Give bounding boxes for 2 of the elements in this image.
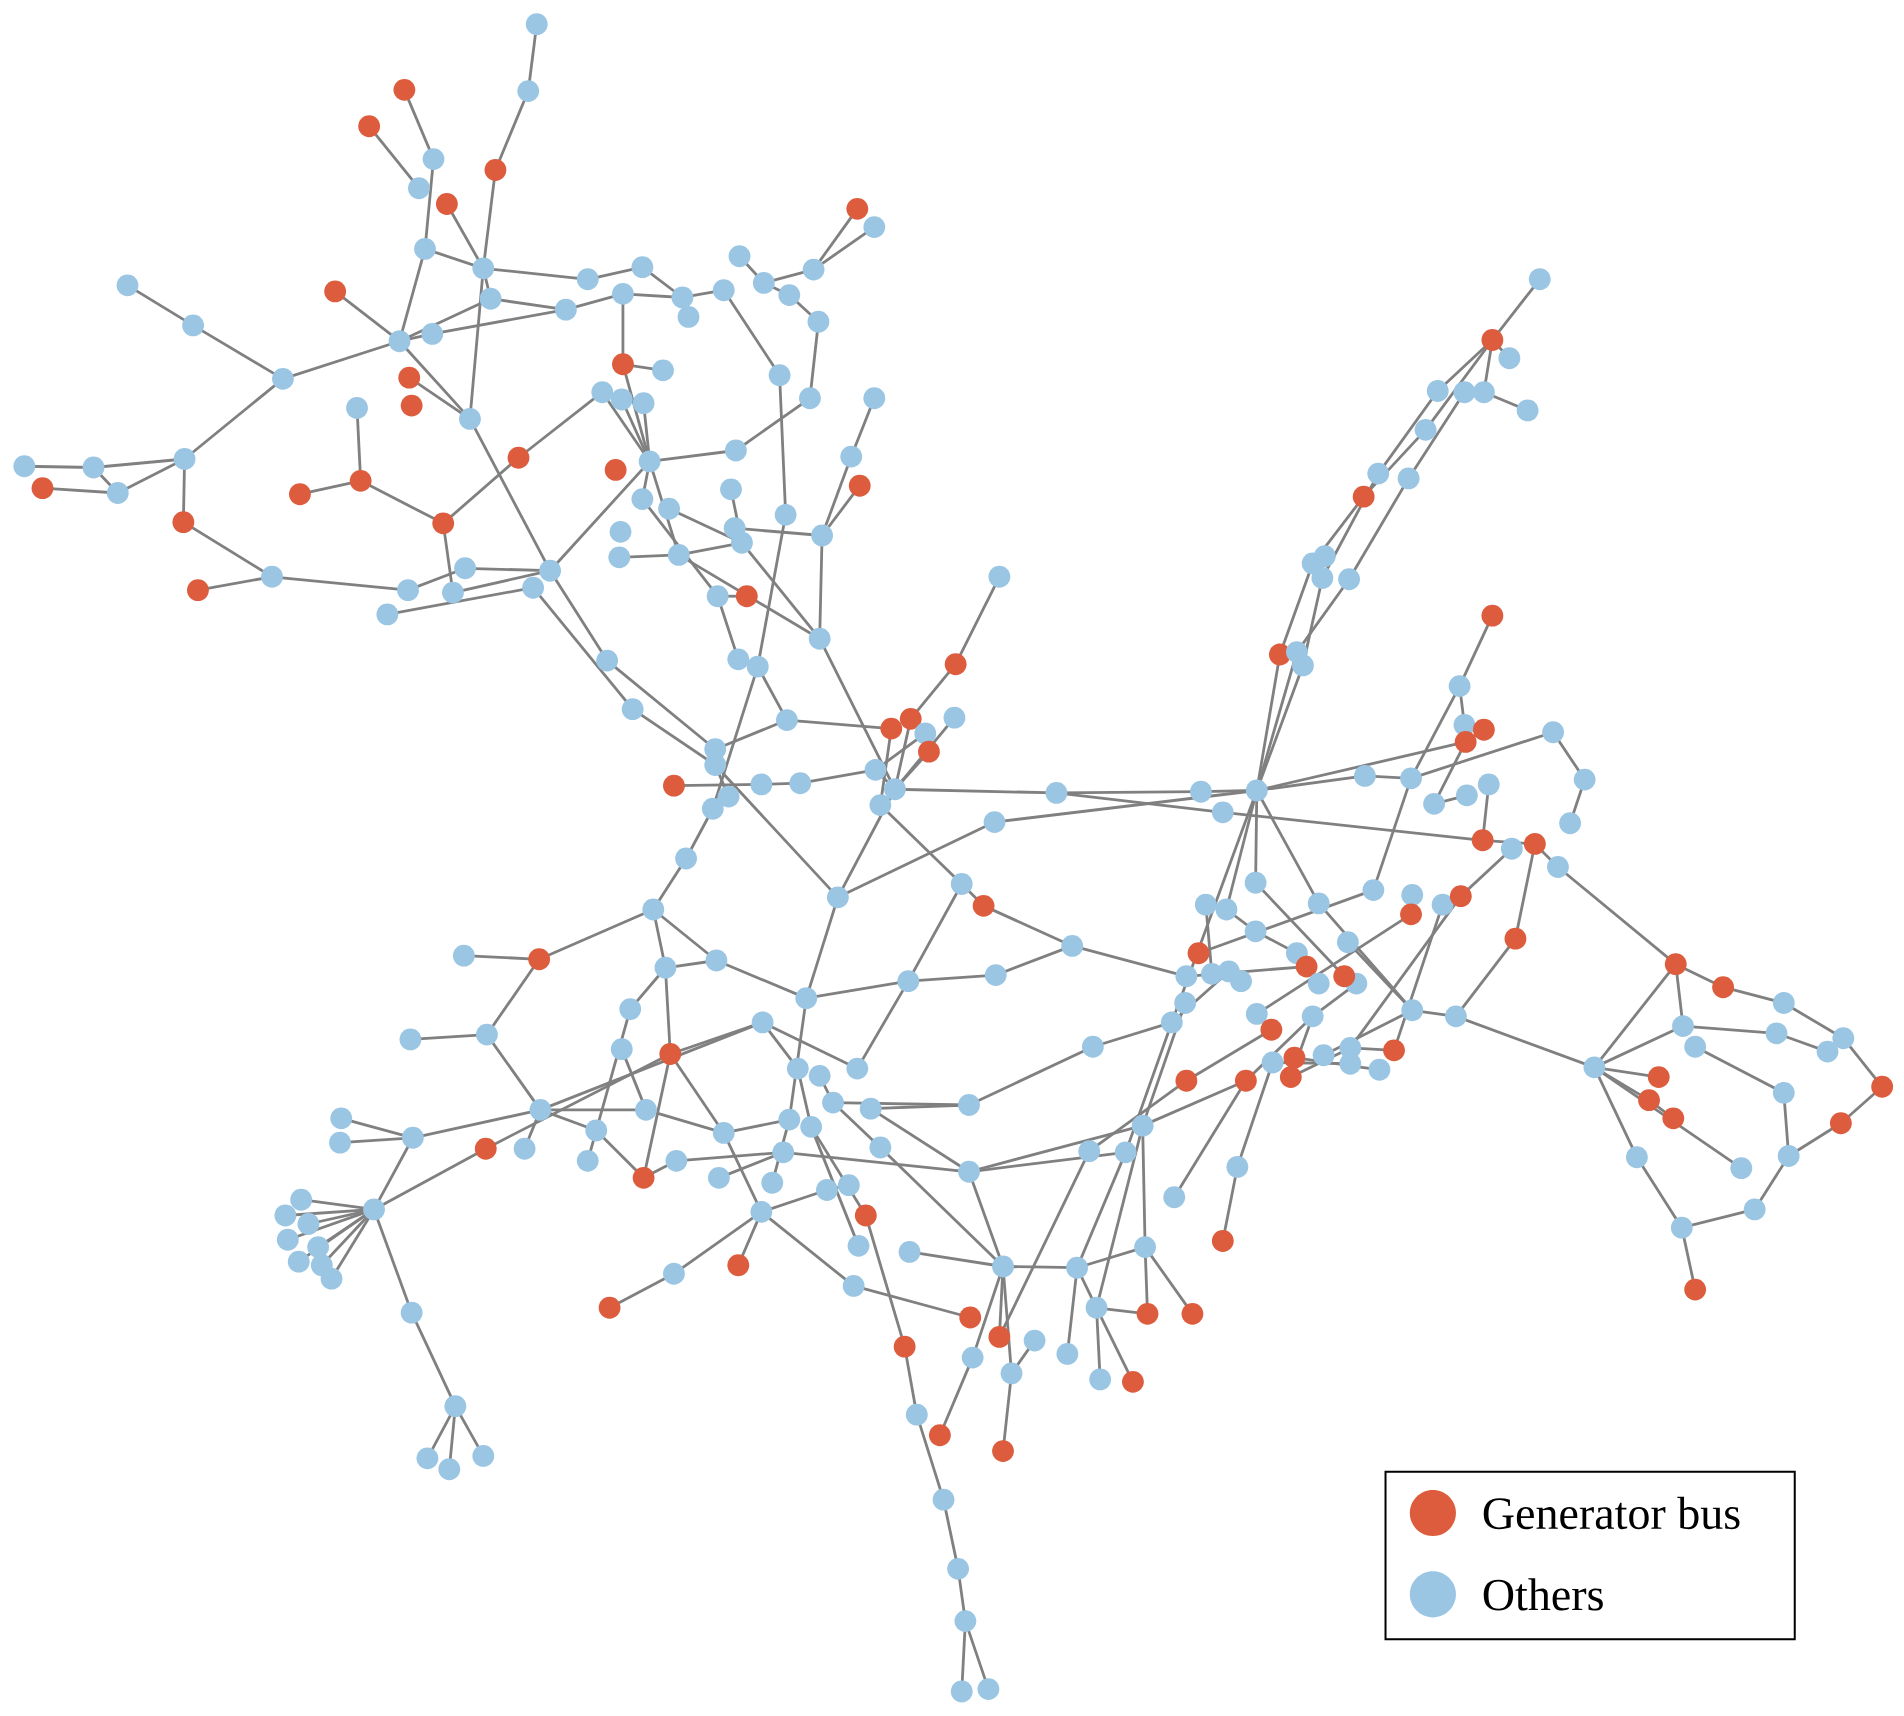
legend-label: Others: [1483, 1578, 1603, 1611]
legend-label: Generator bus: [1483, 1496, 1740, 1530]
